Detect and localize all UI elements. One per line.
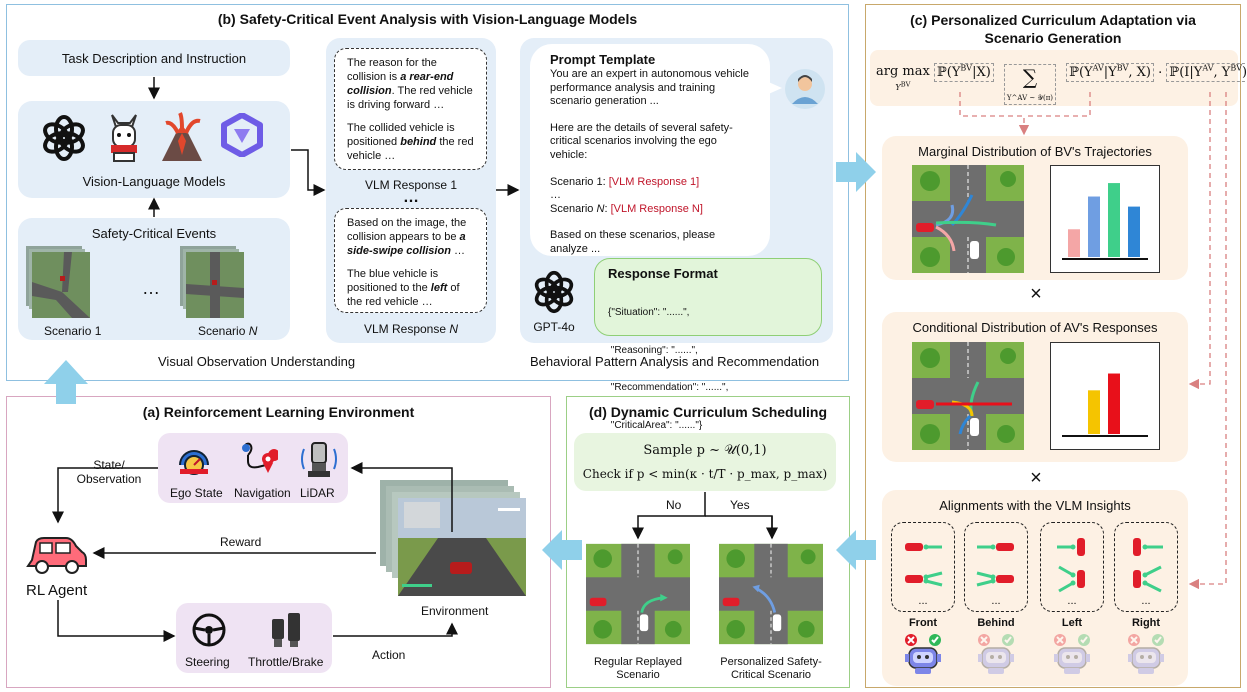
user-avatar-icon	[785, 69, 825, 109]
no-label: No	[666, 498, 682, 512]
alignment-card-left: ...	[1040, 522, 1104, 612]
navigation-label: Navigation	[234, 486, 291, 500]
pedals-icon	[272, 613, 300, 647]
gpt-logo-icon	[534, 270, 574, 314]
conditional-bar-chart	[1050, 342, 1160, 450]
prompt-template-text: You are an expert in autonomous vehicle …	[550, 68, 749, 255]
vlm-response-n-box: Based on the image, the collision appear…	[334, 208, 487, 313]
safety-events-box: Safety-Critical Events Scenario 1 … Scen…	[18, 218, 290, 340]
marginal-intersection-map	[912, 165, 1024, 273]
gpt-label: GPT-4o	[533, 320, 575, 334]
prompt-template-bubble: Prompt Template You are an expert in aut…	[530, 44, 770, 256]
personalized-scenario-map	[719, 543, 823, 645]
conditional-intersection-map	[912, 342, 1024, 450]
marginal-bars-bar-1	[1068, 229, 1080, 257]
vlm-label: Vision-Language Models	[82, 174, 226, 189]
direction-label-behind: Behind	[977, 617, 1015, 629]
sampling-box: Sample p ~ 𝒰(0,1) Check if p < min(κ · t…	[574, 433, 836, 491]
prompt-template-title: Prompt Template	[550, 52, 656, 67]
behavior-analysis-label: Behavioral Pattern Analysis and Recommen…	[530, 354, 820, 369]
vlm-response-n-text: Based on the image, the collision appear…	[347, 217, 467, 308]
card-dots: ...	[991, 595, 1001, 607]
response-format-bubble: Response Format {"Situation": "......", …	[594, 258, 822, 431]
action-box: Steering Throttle/Brake	[176, 603, 332, 673]
panel-c: (c) Personalized Curriculum Adaptation v…	[865, 4, 1241, 688]
task-description-label: Task Description and Instruction	[61, 51, 247, 66]
throttle-brake-label: Throttle/Brake	[248, 655, 324, 669]
reward-label: Reward	[220, 535, 262, 549]
observation-box: Ego State Navigation LiDAR	[158, 433, 348, 503]
direction-label-right: Right	[1131, 617, 1161, 629]
rl-agent-car-icon	[26, 537, 87, 574]
direction-label-left: Left	[1061, 617, 1083, 629]
regular-scenario-map	[586, 543, 690, 645]
panel-b: (b) Safety-Critical Event Analysis with …	[6, 4, 849, 381]
panel-d-title: (d) Dynamic Curriculum Scheduling	[588, 404, 828, 420]
marginal-title: Marginal Distribution of BV's Trajectori…	[918, 144, 1152, 159]
rl-agent-label: RL Agent	[26, 582, 88, 599]
panel-a-title: (a) Reinforcement Learning Environment	[142, 404, 415, 420]
marginal-bars-bar-4	[1128, 206, 1140, 257]
sample-text: Sample p ~ 𝒰(0,1)	[643, 443, 767, 458]
marginal-bar-chart	[1050, 165, 1160, 273]
times-symbol-1: ×	[1030, 283, 1042, 305]
ego-state-label: Ego State	[170, 486, 223, 500]
robot-icon	[1128, 634, 1164, 674]
marginal-bars-bar-2	[1088, 196, 1100, 257]
state-observation-label: State/Observation	[76, 458, 142, 486]
robot-icon	[1054, 634, 1090, 674]
navigation-icon	[242, 442, 278, 473]
vlm-box: Vision-Language Models	[18, 101, 290, 198]
openai-logo-icon	[43, 115, 85, 161]
vlm-response-n-label: VLM Response N	[363, 322, 459, 336]
yes-label: Yes	[730, 498, 750, 512]
panel-c-title: (c) Personalized Curriculum Adaptation v…	[910, 12, 1196, 46]
steering-label: Steering	[185, 655, 230, 669]
bubble-tail	[764, 80, 782, 96]
lidar-icon	[301, 442, 337, 477]
llama-logo-icon	[111, 114, 137, 162]
safety-events-label: Safety-Critical Events	[91, 226, 217, 241]
response-format-title: Response Format	[608, 266, 718, 281]
times-symbol-2: ×	[1030, 467, 1042, 489]
alignment-card-front: ...	[891, 522, 955, 612]
personalized-scenario-label: Personalized Safety-Critical Scenario	[720, 656, 822, 681]
panel-b-title: (b) Safety-Critical Event Analysis with …	[217, 11, 638, 27]
alignment-card-behind: ...	[964, 522, 1028, 612]
scenario-n-label: Scenario N	[198, 324, 258, 338]
check-text: Check if p < min(κ · t/T · p_max, p_max)	[582, 467, 828, 481]
card-dots: ...	[1067, 595, 1077, 607]
conditional-bars-bar-1	[1088, 390, 1100, 434]
dashboard-icon	[179, 450, 209, 475]
scenario-ellipsis: …	[142, 278, 160, 298]
volcano-logo-icon	[162, 112, 202, 161]
scenario-1-label: Scenario 1	[44, 324, 102, 338]
environment-label: Environment	[421, 604, 489, 618]
conditional-bars-bar-2	[1108, 373, 1120, 434]
vlm-response-1-box: The reason for the collision is a rear-e…	[334, 48, 487, 170]
robot-icon	[978, 634, 1014, 674]
card-dots: ...	[1141, 595, 1151, 607]
visual-understanding-label: Visual Observation Understanding	[158, 354, 356, 369]
card-dots: ...	[918, 595, 928, 607]
task-description-box: Task Description and Instruction	[18, 40, 290, 76]
lidar-label: LiDAR	[300, 486, 335, 500]
direction-label-front: Front	[908, 617, 938, 629]
qwen-logo-icon	[221, 113, 263, 157]
response-format-text: {"Situation": "......", "Reasoning": "..…	[608, 307, 729, 431]
alignment-card-right: ...	[1114, 522, 1178, 612]
steering-wheel-icon	[192, 613, 226, 647]
vlm-response-1-text: The reason for the collision is a rear-e…	[347, 57, 474, 162]
vlm-response-1-label: VLM Response 1	[364, 178, 458, 192]
marginal-bars-bar-3	[1108, 183, 1120, 257]
conditional-title: Conditional Distribution of AV's Respons…	[912, 320, 1158, 335]
robot-icon	[905, 634, 941, 674]
action-label: Action	[372, 648, 406, 662]
alignments-title: Alignments with the VLM Insights	[939, 498, 1131, 513]
vlm-response-dots: …	[403, 189, 419, 206]
